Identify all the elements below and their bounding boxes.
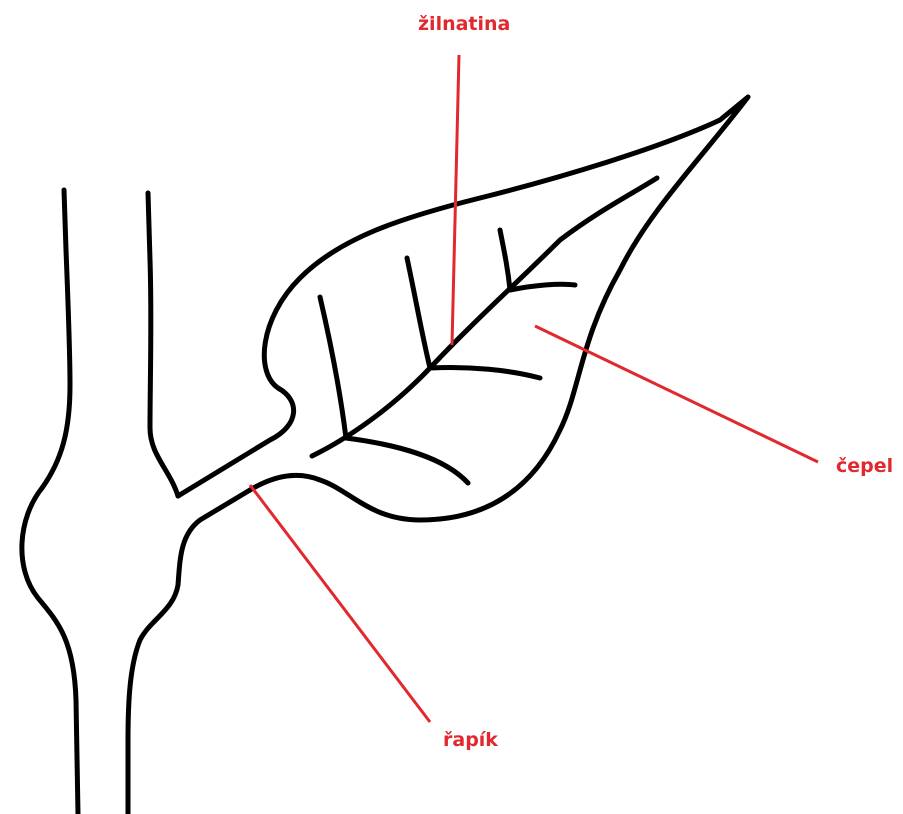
blade-pointer-line bbox=[535, 326, 818, 462]
vein-label: žilnatina bbox=[418, 13, 510, 35]
side-vein bbox=[430, 367, 540, 378]
stem-right-upper-outline bbox=[148, 193, 178, 496]
side-vein bbox=[500, 230, 510, 290]
stem-left-outline bbox=[22, 190, 78, 814]
side-vein bbox=[320, 297, 346, 438]
petiole-label: řapík bbox=[443, 729, 498, 751]
leaf-blade-outline bbox=[178, 97, 748, 520]
blade-label: čepel bbox=[836, 455, 893, 477]
midrib bbox=[312, 178, 657, 456]
stem-right-lower-outline bbox=[128, 490, 250, 814]
side-vein bbox=[510, 284, 575, 290]
vein-pointer-line bbox=[452, 55, 459, 345]
side-vein bbox=[407, 258, 430, 368]
side-vein bbox=[346, 438, 468, 483]
